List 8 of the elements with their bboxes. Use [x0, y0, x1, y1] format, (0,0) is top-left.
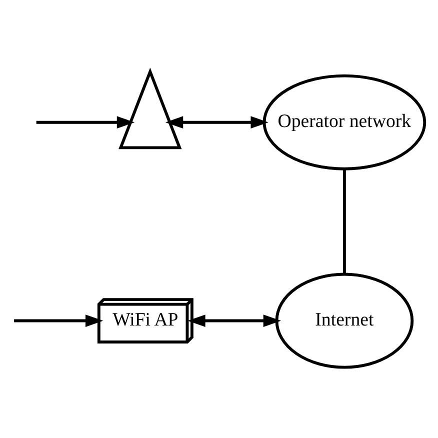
- connector: [342, 168, 346, 274]
- node-ellipse: Operator network: [262, 74, 426, 170]
- node-picture: [118, 67, 182, 149]
- node-ellipse: Internet: [275, 272, 414, 368]
- arrow: [188, 314, 282, 326]
- arrow: [165, 116, 268, 128]
- arrow: [36, 116, 135, 128]
- arrow: [14, 314, 104, 326]
